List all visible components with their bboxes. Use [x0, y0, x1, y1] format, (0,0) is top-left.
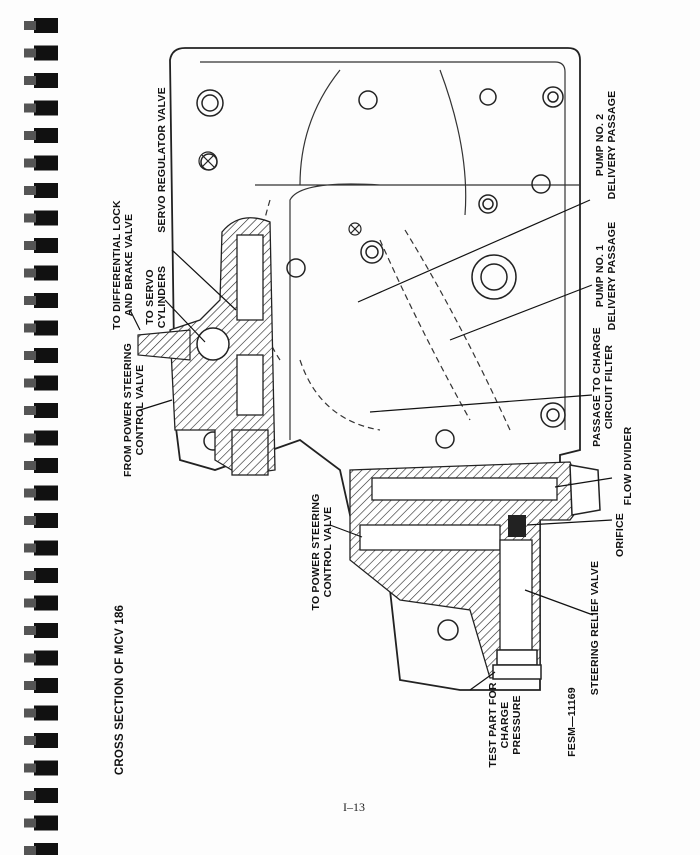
label-line: PRESSURE [511, 695, 523, 755]
label-line: DELIVERY PASSAGE [606, 90, 618, 200]
binding-ring [34, 815, 58, 831]
label-steering-relief-valve: STEERING RELIEF VALVE [589, 560, 601, 696]
binding-ring-shadow [24, 818, 36, 828]
binding-ring-shadow [24, 158, 36, 168]
binding-ring-shadow [24, 21, 36, 30]
binding-ring [34, 540, 58, 556]
label-to-power-steering: TO POWER STEERING CONTROL VALVE [310, 494, 334, 611]
binding-ring-shadow [24, 626, 36, 635]
binding-ring [34, 623, 58, 638]
label-servo-regulator-valve: SERVO REGULATOR VALVE [156, 87, 168, 233]
label-line: TEST PART FOR [487, 682, 499, 768]
binding-ring [34, 183, 58, 198]
binding-ring [34, 843, 58, 855]
binding-ring-shadow [24, 433, 36, 443]
binding-ring-shadow [24, 708, 36, 718]
binding-ring-shadow [24, 736, 36, 745]
figure-title: CROSS SECTION OF MCV 186 [114, 604, 126, 776]
binding-ring-shadow [24, 461, 36, 470]
label-line: FROM POWER STEERING [122, 343, 134, 477]
binding-ring [34, 293, 58, 308]
page-number: I–13 [343, 800, 365, 814]
binding-ring-shadow [24, 186, 36, 195]
binding-ring [34, 733, 58, 748]
binding-ring-shadow [24, 846, 36, 855]
binding-ring [34, 238, 58, 253]
label-line: PUMP NO. 2 [594, 113, 606, 177]
housing-outline [169, 47, 581, 691]
binding-ring [34, 568, 58, 583]
binding-ring [34, 18, 58, 33]
binding-ring-shadow [24, 103, 36, 113]
label-test-port: TEST PART FOR CHARGE PRESSURE [487, 682, 523, 767]
binding-ring [34, 155, 58, 171]
binding-ring [34, 100, 58, 116]
binding-ring [34, 265, 58, 281]
binding-ring-shadow [24, 131, 36, 140]
binding-ring-shadow [24, 213, 36, 223]
binding-ring [34, 788, 58, 803]
binding-ring-shadow [24, 543, 36, 553]
binding-ring-shadow [24, 296, 36, 305]
binding-ring-shadow [24, 763, 36, 773]
binding-ring-shadow [24, 241, 36, 250]
binding-ring [34, 45, 58, 61]
binding-ring-shadow [24, 516, 36, 525]
binding-ring-shadow [24, 48, 36, 58]
binding-ring [34, 375, 58, 391]
binding-ring [34, 73, 58, 88]
label-line: AND BRAKE VALVE [123, 213, 135, 317]
binding-ring-shadow [24, 406, 36, 415]
label-line: PUMP NO. 1 [594, 244, 606, 308]
binding-ring [34, 320, 58, 336]
binding-ring [34, 128, 58, 143]
binding-ring-shadow [24, 351, 36, 360]
figure-id: FESM—11169 [566, 687, 578, 757]
binding-ring [34, 485, 58, 501]
label-line: CONTROL VALVE [322, 506, 334, 598]
binding-ring-shadow [24, 378, 36, 388]
label-line: DELIVERY PASSAGE [606, 221, 618, 331]
binding-ring-shadow [24, 76, 36, 85]
label-pump-2-delivery: PUMP NO. 2 DELIVERY PASSAGE [594, 91, 618, 200]
label-orifice: ORIFICE [614, 513, 626, 557]
binding-ring-shadow [24, 571, 36, 580]
binding-ring [34, 430, 58, 446]
binding-ring [34, 678, 58, 693]
label-from-power-steering: FROM POWER STEERING CONTROL VALVE [122, 343, 146, 477]
binding-ring [34, 403, 58, 418]
binding-ring-shadow [24, 488, 36, 498]
label-line: CONTROL VALVE [134, 364, 146, 456]
label-to-differential-lock: TO DIFFERENTIAL LOCK AND BRAKE VALVE [111, 200, 135, 330]
binding-ring [34, 595, 58, 611]
label-line: TO SERVO [144, 269, 156, 325]
label-flow-divider: FLOW DIVIDER [622, 426, 634, 506]
label-line: TO POWER STEERING [310, 493, 322, 611]
binding-ring [34, 348, 58, 363]
binding-ring [34, 458, 58, 473]
binding-ring-shadow [24, 323, 36, 333]
label-line: CIRCUIT FILTER [603, 344, 615, 430]
label-line: TO DIFFERENTIAL LOCK [111, 200, 123, 330]
binding-ring-shadow [24, 791, 36, 800]
spiral-binding [24, 18, 58, 855]
binding-ring-shadow [24, 681, 36, 690]
label-charge-circuit-passage: PASSAGE TO CHARGE CIRCUIT FILTER [591, 327, 615, 447]
binding-ring-shadow [24, 653, 36, 663]
label-pump-1-delivery: PUMP NO. 1 DELIVERY PASSAGE [594, 222, 618, 331]
binding-ring [34, 650, 58, 666]
binding-ring-shadow [24, 268, 36, 278]
binding-ring [34, 513, 58, 528]
binding-ring [34, 705, 58, 721]
label-to-servo-cylinders: TO SERVO CYLINDERS [144, 266, 168, 328]
binding-ring [34, 210, 58, 226]
label-line: PASSAGE TO CHARGE [591, 327, 603, 447]
label-line: CYLINDERS [156, 265, 168, 329]
binding-ring-shadow [24, 598, 36, 608]
binding-ring [34, 760, 58, 776]
label-line: CHARGE [499, 701, 511, 749]
